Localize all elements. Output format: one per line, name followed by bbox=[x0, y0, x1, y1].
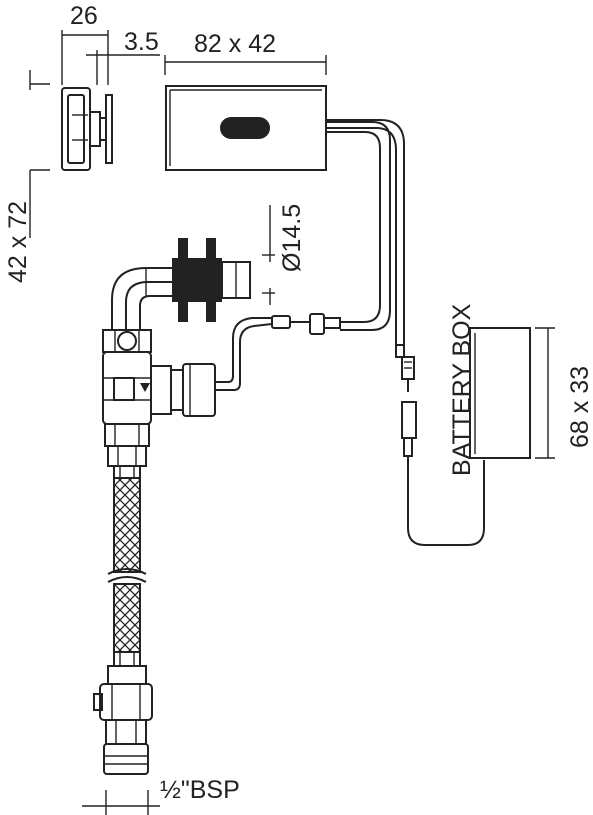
dim-sensor-size-label: 82 x 42 bbox=[194, 30, 276, 58]
dim-pipe-diameter-label: Ø14.5 bbox=[278, 204, 306, 272]
solenoid-cable bbox=[214, 313, 341, 391]
hose-nut-upper bbox=[107, 445, 147, 479]
dim-battery-size bbox=[535, 327, 555, 459]
tap-elbow bbox=[111, 267, 172, 330]
sensor-cable bbox=[326, 119, 405, 345]
dim-sensor-size bbox=[164, 55, 327, 75]
dim-plate-size-label: 42 x 72 bbox=[4, 201, 32, 283]
dim-pipe-diameter bbox=[262, 205, 275, 305]
battery-plug bbox=[395, 344, 417, 457]
dim-plate-depth bbox=[61, 30, 160, 85]
hose-nut-lower bbox=[93, 651, 153, 775]
dim-thread bbox=[82, 790, 160, 815]
dim-battery-size-label: 68 x 33 bbox=[566, 366, 593, 448]
flow-arrow-icon bbox=[140, 383, 150, 392]
dim-thread-label: ½"BSP bbox=[160, 776, 240, 804]
dim-plate-size bbox=[29, 70, 50, 238]
tap-flange bbox=[172, 238, 251, 322]
battery-box-label: BATTERY BOX bbox=[448, 303, 476, 476]
sensor-window bbox=[165, 85, 327, 171]
sensor-eye bbox=[220, 117, 270, 139]
braided-hose bbox=[107, 477, 147, 653]
dim-plate-offset-label: 3.5 bbox=[124, 28, 159, 56]
dim-plate-depth-label: 26 bbox=[70, 2, 98, 30]
battery-cable bbox=[407, 456, 485, 546]
wall-plate bbox=[61, 87, 113, 171]
valve-body bbox=[102, 329, 216, 447]
battery-box bbox=[469, 327, 531, 459]
